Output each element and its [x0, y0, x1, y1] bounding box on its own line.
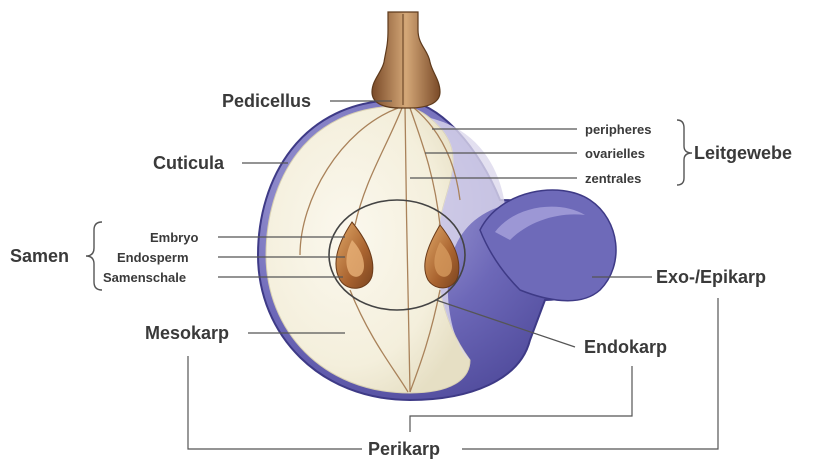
exo-epikarp-label: Exo-/Epikarp	[656, 267, 766, 287]
perikarp-label: Perikarp	[368, 439, 440, 459]
samenschale-label: Samenschale	[103, 270, 186, 285]
pedicellus-label: Pedicellus	[222, 91, 311, 111]
samen-bracket	[86, 222, 102, 290]
leitgewebe-label: Leitgewebe	[694, 143, 792, 163]
leitgewebe-bracket	[677, 120, 692, 185]
mesokarp-label: Mesokarp	[145, 323, 229, 343]
samen-label: Samen	[10, 246, 69, 266]
zentrales-label: zentrales	[585, 171, 641, 186]
endosperm-label: Endosperm	[117, 250, 189, 265]
cuticula-label: Cuticula	[153, 153, 225, 173]
berry-illustration	[258, 12, 616, 400]
stem	[372, 12, 440, 108]
embryo-label: Embryo	[150, 230, 198, 245]
endokarp-label: Endokarp	[584, 337, 667, 357]
ovarielles-label: ovarielles	[585, 146, 645, 161]
peripheres-label: peripheres	[585, 122, 651, 137]
